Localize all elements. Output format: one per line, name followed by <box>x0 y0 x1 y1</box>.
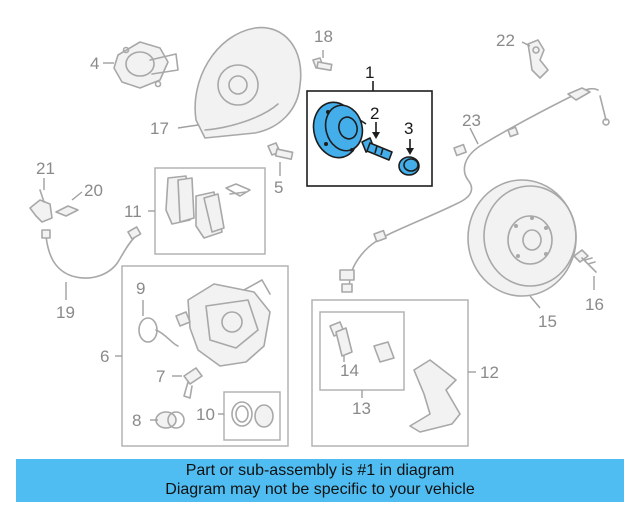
callout-10: 10 <box>196 405 215 424</box>
callout-12-box <box>311 299 469 447</box>
callout-23: 23 <box>462 111 481 130</box>
part-12-caliper-bracket <box>409 359 461 433</box>
part-23-wire-harness <box>339 87 610 293</box>
part-1-hub-bearing[interactable] <box>308 97 368 162</box>
part-10-seal-kit <box>231 401 274 428</box>
part-14-guide-pin <box>329 321 395 363</box>
callout-6: 6 <box>100 347 109 366</box>
callout-7: 7 <box>156 367 165 386</box>
banner-line-1: Part or sub-assembly is #1 in diagram <box>185 462 455 479</box>
part-4-hub <box>113 41 179 89</box>
part-16-screw <box>573 249 597 273</box>
callout-1: 1 <box>365 63 374 82</box>
callout-15: 15 <box>538 312 557 331</box>
part-15-rotor <box>467 179 577 297</box>
part-5-bolt <box>267 142 294 160</box>
callout-5: 5 <box>274 178 283 197</box>
callout-20: 20 <box>84 181 103 200</box>
part-21-bracket <box>29 189 53 223</box>
callout-4: 4 <box>90 54 99 73</box>
callout-19: 19 <box>56 303 75 322</box>
part-6-caliper <box>175 279 271 367</box>
callout-11: 11 <box>124 202 142 221</box>
part-17-splash-shield <box>194 26 302 139</box>
callout-12: 12 <box>480 363 499 382</box>
part-18-bolt <box>312 57 333 72</box>
info-banner: Part or sub-assembly is #1 in diagram Di… <box>16 459 624 502</box>
part-8-bushing <box>155 411 185 429</box>
callout-2: 2 <box>370 104 379 123</box>
part-11-brake-pads <box>165 175 251 239</box>
callout-14: 14 <box>340 361 359 380</box>
part-22-sensor <box>527 39 549 79</box>
part-3-cap[interactable] <box>398 156 420 176</box>
part-19-wear-sensor <box>41 226 142 279</box>
callout-1-group-box <box>306 90 433 187</box>
callout-3: 3 <box>404 119 413 138</box>
callout-18: 18 <box>314 27 333 46</box>
callout-16: 16 <box>585 295 604 314</box>
callout-9: 9 <box>136 279 145 298</box>
callout-21: 21 <box>36 159 55 178</box>
part-9-dust-boot <box>138 317 179 347</box>
callout-10-box <box>223 391 281 441</box>
banner-line-2: Diagram may not be specific to your vehi… <box>165 481 475 498</box>
part-7-bleeder <box>183 367 203 399</box>
part-2-axle-bolt[interactable] <box>361 137 393 161</box>
callout-8: 8 <box>132 411 141 430</box>
callout-13: 13 <box>352 399 371 418</box>
callout-17: 17 <box>150 119 169 138</box>
parts-diagram: 4 17 18 5 1 2 <box>29 26 610 447</box>
callout-22: 22 <box>496 31 515 50</box>
part-20-clip <box>55 205 79 217</box>
